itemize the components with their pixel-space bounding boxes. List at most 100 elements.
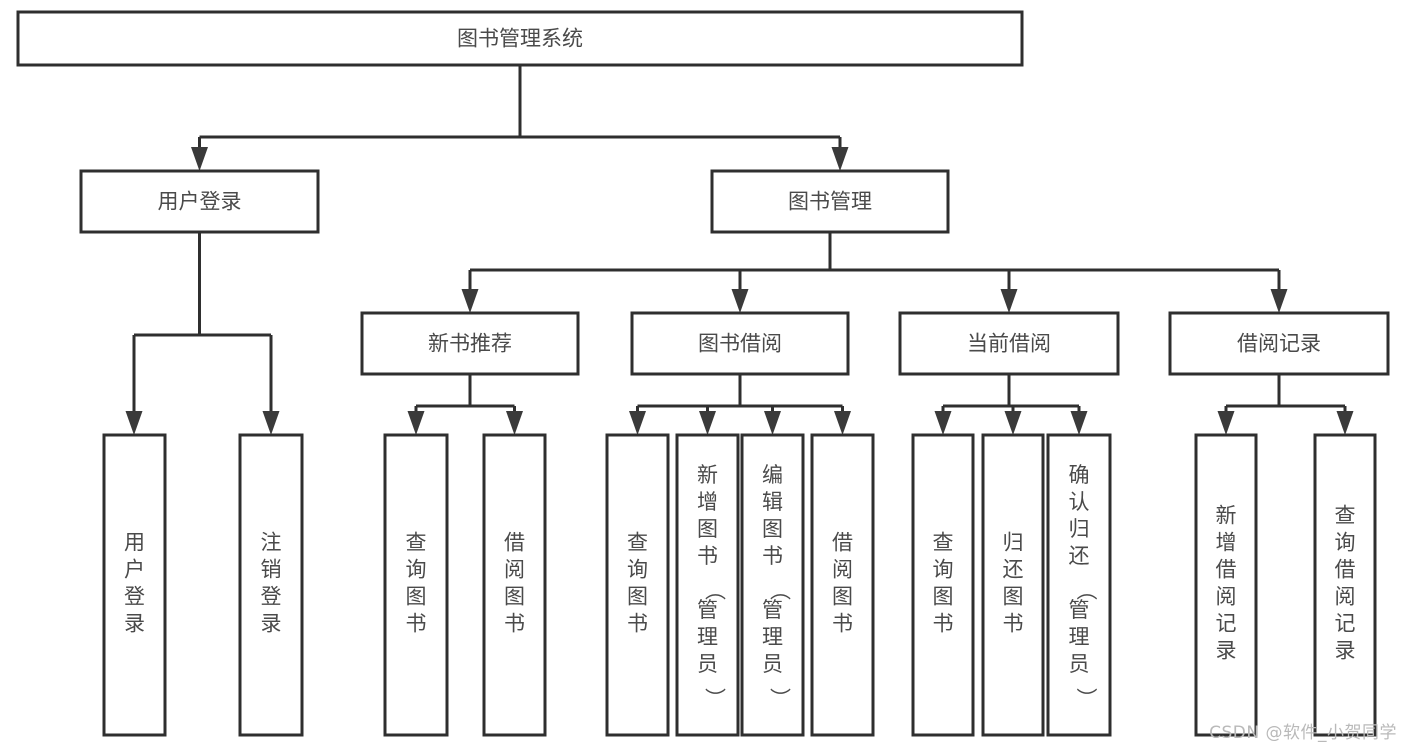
arrow-head-icon (1000, 289, 1018, 313)
node-label-char: 书 (697, 544, 718, 568)
node-level3-3[interactable]: 借阅记录 (1168, 311, 1390, 376)
node-label-char: 归 (1003, 531, 1024, 555)
arrow-head-icon (191, 147, 208, 171)
node-label-char: 管 (762, 598, 783, 622)
node-label-char: 登 (261, 585, 282, 609)
node-label-char: 编 (762, 463, 783, 487)
node-leaf-0[interactable]: 用户登录 (102, 433, 167, 737)
node-box[interactable] (898, 311, 1120, 376)
node-box[interactable] (16, 10, 1024, 67)
node-box[interactable] (1313, 433, 1377, 737)
node-label-char: 查 (1335, 504, 1356, 528)
node-box[interactable] (383, 433, 449, 737)
node-box[interactable] (79, 169, 320, 234)
node-label: 图书管理系统 (457, 27, 583, 51)
node-label-char: 还 (1069, 544, 1090, 568)
node-label-char: 图 (504, 585, 525, 609)
node-label-char: ） (768, 688, 792, 709)
node-label-char: 户 (124, 558, 145, 582)
node-label-char: 录 (261, 612, 282, 636)
connector-line (636, 374, 844, 426)
arrow-head-icon (1004, 411, 1022, 435)
node-label-char: 书 (832, 612, 853, 636)
node-label-char: 录 (124, 612, 145, 636)
node-label-char: 书 (627, 612, 648, 636)
connector-line (198, 65, 842, 163)
node-level3-1[interactable]: 图书借阅 (630, 311, 850, 376)
node-box[interactable] (482, 433, 547, 737)
node-label-char: 询 (406, 558, 427, 582)
node-label-char: 增 (1216, 531, 1237, 555)
node-root-图书管理系统[interactable]: 图书管理系统 (16, 10, 1024, 67)
node-label-char: （ (1074, 580, 1098, 601)
node-label-char: 书 (504, 612, 525, 636)
node-level3-2[interactable]: 当前借阅 (898, 311, 1120, 376)
node-box[interactable] (1046, 433, 1112, 737)
node-label-char: 理 (697, 625, 718, 649)
node-label: 当前借阅 (967, 332, 1051, 356)
node-label-char: 管 (697, 598, 718, 622)
connector-line (468, 232, 1281, 304)
node-label-char: 录 (1216, 639, 1237, 663)
node-box[interactable] (630, 311, 850, 376)
node-label-char: 理 (762, 625, 783, 649)
node-box[interactable] (1194, 433, 1258, 737)
node-box[interactable] (740, 433, 805, 737)
node-box[interactable] (238, 433, 304, 737)
arrow-head-icon (461, 289, 479, 313)
arrow-head-icon (506, 411, 523, 435)
arrow-head-icon (764, 411, 781, 435)
node-box[interactable] (605, 433, 670, 737)
connector-line (1224, 374, 1347, 426)
node-label-char: 新 (1216, 504, 1237, 528)
node-box[interactable] (981, 433, 1045, 737)
node-level2-1[interactable]: 图书管理 (710, 169, 950, 234)
node-box[interactable] (1168, 311, 1390, 376)
node-label-char: 询 (1335, 531, 1356, 555)
arrow-head-icon (699, 411, 716, 435)
node-label-char: 注 (261, 531, 282, 555)
node-label-char: 管 (1069, 598, 1090, 622)
node-label-char: 用 (124, 531, 145, 555)
node-level3-0[interactable]: 新书推荐 (360, 311, 580, 376)
node-label-char: 员 (1069, 652, 1090, 676)
node-box[interactable] (911, 433, 975, 737)
watermark-label: CSDN @软件_小贺同学 (1209, 723, 1397, 743)
node-box[interactable] (102, 433, 167, 737)
arrow-head-icon (1217, 411, 1235, 435)
node-label-char: 图 (697, 517, 718, 541)
node-label-char: ） (703, 688, 727, 709)
node-label-char: ） (1074, 688, 1098, 709)
node-box[interactable] (810, 433, 875, 737)
node-label-char: 借 (1335, 558, 1356, 582)
node-label-char: 图 (762, 517, 783, 541)
node-box[interactable] (675, 433, 740, 737)
node-label-char: 借 (832, 531, 853, 555)
node-box[interactable] (360, 311, 580, 376)
node-label-char: 借 (504, 531, 525, 555)
node-label-char: 阅 (1216, 585, 1237, 609)
node-level2-0[interactable]: 用户登录 (79, 169, 320, 234)
arrow-head-icon (125, 411, 143, 435)
arrow-head-layer (125, 147, 1354, 435)
arrow-head-icon (1070, 411, 1088, 435)
node-box[interactable] (710, 169, 950, 234)
node-label: 借阅记录 (1237, 332, 1321, 356)
node-label-char: 记 (1216, 612, 1237, 636)
arrow-head-icon (407, 411, 425, 435)
connector-line (414, 374, 516, 426)
